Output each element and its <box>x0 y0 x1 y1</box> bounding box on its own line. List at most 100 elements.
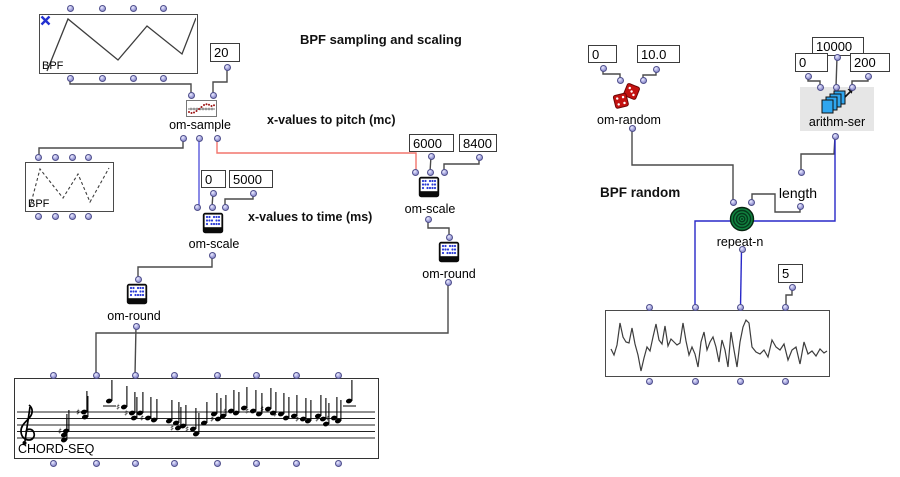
outlet-port[interactable] <box>249 189 257 197</box>
bpf-result-box[interactable] <box>605 310 830 377</box>
inlet-port[interactable] <box>426 168 434 176</box>
outlet-port[interactable] <box>599 64 607 72</box>
outlet-port[interactable] <box>213 134 221 142</box>
inlet-port[interactable] <box>213 371 221 379</box>
inlet-port[interactable] <box>208 203 216 211</box>
outlet-port[interactable] <box>209 189 217 197</box>
outlet-port[interactable] <box>49 459 57 467</box>
connection-wire[interactable] <box>38 138 184 157</box>
inlet-port[interactable] <box>848 83 856 91</box>
outlet-port[interactable] <box>223 63 231 71</box>
outlet-port[interactable] <box>652 65 660 73</box>
outlet-port[interactable] <box>131 459 139 467</box>
inlet-port[interactable] <box>187 91 195 99</box>
inlet-port[interactable] <box>51 153 59 161</box>
outlet-port[interactable] <box>252 459 260 467</box>
outlet-port[interactable] <box>804 72 812 80</box>
inlet-port[interactable] <box>440 168 448 176</box>
outlet-port[interactable] <box>444 278 452 286</box>
chord-seq-box[interactable]: ♯♯♯♯♯♯♯♯♯♯♯♯♯♯♯ CHORD-SEQ <box>14 378 379 459</box>
sampled-curve-icon[interactable] <box>186 100 217 117</box>
inlet-port[interactable] <box>49 371 57 379</box>
connection-wire[interactable] <box>739 249 743 308</box>
outlet-port[interactable] <box>427 152 435 160</box>
inlet-port[interactable] <box>68 153 76 161</box>
inlet-port[interactable] <box>66 4 74 12</box>
outlet-port[interactable] <box>51 212 59 220</box>
connection-wire[interactable] <box>212 67 228 95</box>
outlet-port[interactable] <box>129 74 137 82</box>
connection-wire[interactable] <box>95 282 449 375</box>
connection-wire[interactable] <box>216 138 417 172</box>
connection-wire[interactable] <box>835 56 838 88</box>
outlet-port[interactable] <box>132 322 140 330</box>
length-label[interactable]: length <box>778 185 818 201</box>
inlet-port[interactable] <box>159 4 167 12</box>
connection-wire[interactable] <box>694 136 836 307</box>
outlet-port[interactable] <box>691 377 699 385</box>
outlet-port[interactable] <box>159 74 167 82</box>
inlet-port[interactable] <box>170 371 178 379</box>
inlet-port[interactable] <box>729 198 737 206</box>
abacus-icon[interactable] <box>418 176 440 198</box>
inlet-port[interactable] <box>691 303 699 311</box>
outlet-port[interactable] <box>475 153 483 161</box>
connection-wire[interactable] <box>800 135 836 172</box>
value-box-time-max[interactable]: 5000 <box>229 170 273 188</box>
inlet-port[interactable] <box>98 4 106 12</box>
inlet-port[interactable] <box>445 233 453 241</box>
value-box-ser-begin[interactable]: 0 <box>795 53 828 72</box>
inlet-port[interactable] <box>221 203 229 211</box>
inlet-port[interactable] <box>34 153 42 161</box>
outlet-port[interactable] <box>424 215 432 223</box>
inlet-port[interactable] <box>134 275 142 283</box>
value-box-20[interactable]: 20 <box>210 43 240 62</box>
outlet-port[interactable] <box>92 459 100 467</box>
connection-wire[interactable] <box>134 325 137 376</box>
inlet-port[interactable] <box>616 76 624 84</box>
outlet-port[interactable] <box>833 53 841 61</box>
inlet-port[interactable] <box>736 303 744 311</box>
value-box-decimals[interactable]: 5 <box>778 264 803 283</box>
inlet-port[interactable] <box>193 203 201 211</box>
value-box-random-max[interactable]: 10.0 <box>637 45 680 63</box>
value-box-time-min[interactable]: 0 <box>201 170 226 188</box>
outlet-port[interactable] <box>195 134 203 142</box>
inlet-port[interactable] <box>797 168 805 176</box>
abacus-icon[interactable] <box>438 241 460 263</box>
inlet-port[interactable] <box>645 303 653 311</box>
inlet-port[interactable] <box>92 371 100 379</box>
connection-wire[interactable] <box>785 287 793 307</box>
outlet-port[interactable] <box>68 212 76 220</box>
close-x-icon[interactable] <box>40 15 51 26</box>
connection-wire[interactable] <box>137 255 213 279</box>
outlet-port[interactable] <box>98 74 106 82</box>
outlet-port[interactable] <box>788 283 796 291</box>
value-box-ser-step[interactable]: 200 <box>850 53 890 72</box>
outlet-port[interactable] <box>831 132 839 140</box>
inlet-port[interactable] <box>209 91 217 99</box>
outlet-port[interactable] <box>781 377 789 385</box>
connection-wire[interactable] <box>631 128 734 202</box>
outlet-port[interactable] <box>179 134 187 142</box>
dice-icon[interactable] <box>611 82 647 114</box>
outlet-port[interactable] <box>796 202 804 210</box>
outlet-port[interactable] <box>208 251 216 259</box>
inlet-port[interactable] <box>129 4 137 12</box>
outlet-port[interactable] <box>864 72 872 80</box>
inlet-port[interactable] <box>84 153 92 161</box>
outlet-port[interactable] <box>334 459 342 467</box>
outlet-port[interactable] <box>738 245 746 253</box>
value-box-pitch-max[interactable]: 8400 <box>459 134 497 152</box>
inlet-port[interactable] <box>411 168 419 176</box>
abacus-icon[interactable] <box>126 283 148 305</box>
inlet-port[interactable] <box>639 76 647 84</box>
abacus-icon[interactable] <box>202 212 224 234</box>
inlet-port[interactable] <box>747 198 755 206</box>
outlet-port[interactable] <box>628 124 636 132</box>
connection-wire[interactable] <box>224 193 254 207</box>
outlet-port[interactable] <box>34 212 42 220</box>
bpf-box-2[interactable]: BPF <box>25 162 114 212</box>
inlet-port[interactable] <box>781 303 789 311</box>
inlet-port[interactable] <box>292 371 300 379</box>
